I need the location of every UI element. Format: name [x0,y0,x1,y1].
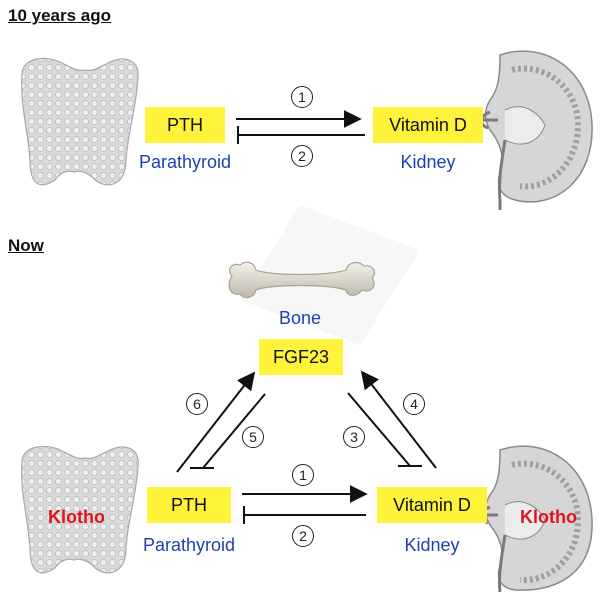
step-2-top: 2 [291,145,313,167]
section-title-past: 10 years ago [8,6,112,25]
step-1-bottom: 1 [292,464,314,486]
bone-illustration [228,261,376,299]
klotho-label-right: Klotho [520,507,577,527]
vitd-box-top: Vitamin D [373,107,483,143]
kidney-illustration-top [478,50,593,210]
thyroid-illustration-top [21,57,139,186]
step-2-bottom: 2 [292,525,314,547]
kidney-label-top: Kidney [400,152,456,172]
vitd-box-bottom: Vitamin D [377,487,487,523]
pth-box-bottom: PTH [147,487,231,523]
step-4: 4 [403,393,425,415]
step-5: 5 [242,426,264,448]
parathyroid-label-bottom: Parathyroid [142,535,236,555]
thyroid-illustration-bottom [21,445,139,574]
fgf23-box: FGF23 [259,339,343,375]
kidney-label-bottom: Kidney [404,535,460,555]
step-1-top: 1 [291,86,313,108]
pth-box-top: PTH [145,107,225,143]
inhibit-fgf23-to-pth [202,393,266,469]
arrow-pth-to-fgf23 [176,371,256,473]
parathyroid-label-top: Parathyroid [138,152,232,172]
step-3: 3 [343,426,365,448]
step-6: 6 [186,393,208,415]
klotho-label-left: Klotho [48,507,105,527]
section-title-now: Now [8,236,44,255]
kidney-illustration-bottom [478,445,593,592]
arrow-vitd-to-fgf23 [360,370,437,469]
bone-label: Bone [278,308,322,328]
inhibit-fgf23-to-vitd [347,392,411,467]
